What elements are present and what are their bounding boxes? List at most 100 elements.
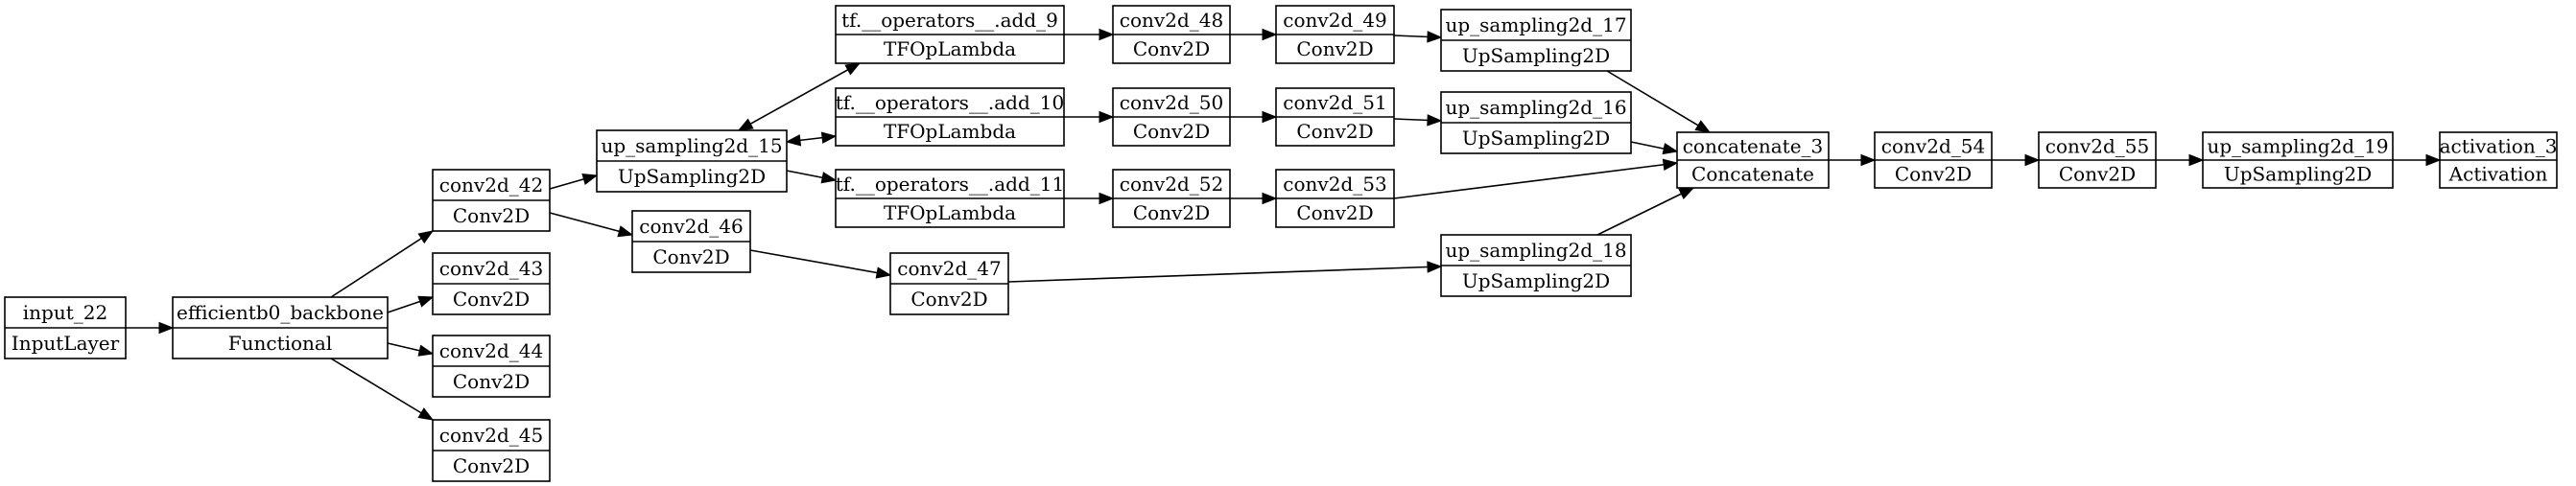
node-name: conv2d_43 xyxy=(439,257,543,280)
edge-conv2d_55-to-up_sampling2d_19 xyxy=(2156,153,2205,167)
node-type: Conv2D xyxy=(1895,163,1972,186)
arrowhead xyxy=(2024,153,2041,167)
node-name: conv2d_50 xyxy=(1120,91,1223,114)
node-name: conv2d_47 xyxy=(897,257,1001,280)
edge-efficientb0_backbone-to-conv2d_45 xyxy=(330,358,435,421)
node-type: UpSampling2D xyxy=(618,165,766,188)
edge-up_sampling2d_16-to-concatenate_3 xyxy=(1630,141,1679,155)
node-name: up_sampling2d_17 xyxy=(1445,13,1626,36)
node-name: conv2d_54 xyxy=(1881,135,1985,158)
arrowhead xyxy=(1662,142,1679,155)
node-type: Conv2D xyxy=(1296,120,1373,143)
arrowhead xyxy=(1099,28,1115,41)
node-name: conv2d_48 xyxy=(1120,9,1223,32)
node-type: Activation xyxy=(2448,163,2548,186)
arrowhead xyxy=(2425,153,2442,167)
node-name: activation_3 xyxy=(2440,135,2558,158)
edge-conv2d_54-to-conv2d_55 xyxy=(1992,153,2041,167)
arrowhead xyxy=(2188,153,2205,167)
node-type: Conv2D xyxy=(1296,201,1373,224)
node-type: Conv2D xyxy=(453,454,530,477)
node-type: Functional xyxy=(228,332,333,355)
edge-add_10-to-conv2d_50 xyxy=(1064,110,1115,124)
arrowhead xyxy=(417,295,435,308)
edge-input_22-to-efficientb0_backbone xyxy=(126,321,175,335)
edge-conv2d_51-to-up_sampling2d_16 xyxy=(1393,114,1443,127)
node-name: tf.__operators__.add_11 xyxy=(836,173,1065,196)
node-type: UpSampling2D xyxy=(1462,269,1610,292)
node-name: tf.__operators__.add_10 xyxy=(836,91,1065,114)
edge-line xyxy=(330,358,434,421)
node-type: TFOpLambda xyxy=(884,201,1016,224)
node-name: conv2d_46 xyxy=(639,215,743,238)
arrowhead xyxy=(820,172,838,184)
arrowhead xyxy=(158,321,175,335)
edge-up_sampling2d_15-to-add_9 xyxy=(737,62,862,131)
arrowhead-reverse xyxy=(737,118,754,131)
arrowhead xyxy=(417,407,435,421)
node-name: conv2d_51 xyxy=(1283,91,1386,114)
edge-line xyxy=(549,212,633,236)
node-name: conv2d_45 xyxy=(439,424,543,447)
node-name: up_sampling2d_16 xyxy=(1445,96,1626,119)
node-type: Conv2D xyxy=(1133,201,1210,224)
arrowhead xyxy=(1427,31,1443,43)
edge-line xyxy=(1606,70,1711,133)
edge-add_11-to-conv2d_52 xyxy=(1064,192,1115,205)
edge-conv2d_52-to-conv2d_53 xyxy=(1230,192,1278,205)
arrowhead xyxy=(1860,153,1877,167)
node-type: Conv2D xyxy=(453,288,530,311)
arrowhead xyxy=(875,266,892,279)
edge-conv2d_53-to-concatenate_3 xyxy=(1393,158,1679,199)
arrowhead xyxy=(617,225,634,238)
edge-up_sampling2d_18-to-concatenate_3 xyxy=(1596,187,1695,236)
edge-conv2d_49-to-up_sampling2d_17 xyxy=(1393,31,1443,43)
arrowhead xyxy=(844,62,862,76)
edge-conv2d_48-to-conv2d_49 xyxy=(1230,28,1278,41)
node-type: Conv2D xyxy=(1133,37,1210,60)
node-type: UpSampling2D xyxy=(1462,44,1610,67)
node-name: up_sampling2d_18 xyxy=(1445,239,1626,262)
arrowhead xyxy=(1427,114,1443,127)
arrowhead xyxy=(417,230,435,244)
arrowhead-reverse xyxy=(785,134,802,147)
edge-line xyxy=(330,230,434,298)
node-name: conv2d_52 xyxy=(1120,173,1223,196)
edge-up_sampling2d_15-to-add_11 xyxy=(786,170,838,184)
node-type: TFOpLambda xyxy=(884,120,1016,143)
edge-add_9-to-conv2d_48 xyxy=(1064,28,1115,41)
arrowhead xyxy=(1262,28,1278,41)
node-type: Conv2D xyxy=(910,288,987,311)
node-type: Conv2D xyxy=(1133,120,1210,143)
edge-efficientb0_backbone-to-conv2d_42 xyxy=(330,230,435,298)
arrowhead xyxy=(1427,261,1443,273)
edge-efficientb0_backbone-to-conv2d_44 xyxy=(387,342,435,357)
edge-conv2d_50-to-conv2d_51 xyxy=(1230,110,1278,124)
edge-concatenate_3-to-conv2d_54 xyxy=(1829,153,1877,167)
node-name: conv2d_53 xyxy=(1283,173,1386,196)
node-name: conv2d_49 xyxy=(1283,9,1386,32)
arrowhead xyxy=(1099,110,1115,124)
edge-up_sampling2d_19-to-activation_3 xyxy=(2393,153,2442,167)
arrowhead xyxy=(1662,158,1679,171)
node-name: up_sampling2d_19 xyxy=(2207,135,2388,158)
node-name: tf.__operators__.add_9 xyxy=(841,9,1058,32)
